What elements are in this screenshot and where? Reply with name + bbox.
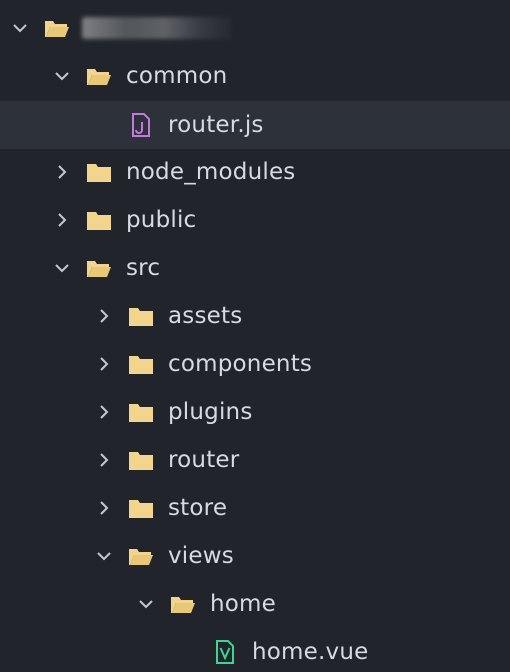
chevron-right-icon[interactable]	[90, 398, 118, 426]
tree-item-label: plugins	[168, 399, 253, 425]
project-name-redacted	[82, 17, 232, 39]
folder-icon	[84, 206, 114, 234]
folder-icon	[126, 302, 156, 330]
tree-item-label: public	[126, 207, 197, 233]
tree-item-label: router.js	[168, 112, 264, 138]
tree-item-label: components	[168, 351, 313, 377]
chevron-spacer	[90, 111, 118, 139]
chevron-right-icon[interactable]	[90, 494, 118, 522]
tree-item-label: router	[168, 447, 240, 473]
folder-icon	[84, 158, 114, 186]
folder-open-icon	[84, 254, 114, 282]
tree-item-common[interactable]: common	[0, 52, 510, 100]
tree-item-views[interactable]: views	[0, 532, 510, 580]
tree-item-node-modules[interactable]: node_modules	[0, 148, 510, 196]
chevron-down-icon[interactable]	[6, 14, 34, 42]
tree-root-row[interactable]	[0, 4, 510, 52]
chevron-right-icon[interactable]	[90, 446, 118, 474]
tree-item-router-js[interactable]: router.js	[0, 101, 510, 149]
tree-item-home[interactable]: home	[0, 580, 510, 628]
tree-item-assets[interactable]: assets	[0, 292, 510, 340]
chevron-right-icon[interactable]	[90, 302, 118, 330]
tree-item-components[interactable]: components	[0, 340, 510, 388]
folder-icon	[126, 494, 156, 522]
js-file-icon	[126, 111, 156, 139]
tree-item-store[interactable]: store	[0, 484, 510, 532]
folder-icon	[126, 350, 156, 378]
folder-icon	[126, 446, 156, 474]
tree-item-plugins[interactable]: plugins	[0, 388, 510, 436]
chevron-down-icon[interactable]	[48, 254, 76, 282]
chevron-down-icon[interactable]	[132, 590, 160, 618]
tree-item-label: common	[126, 63, 228, 89]
chevron-right-icon[interactable]	[48, 158, 76, 186]
tree-item-src[interactable]: src	[0, 244, 510, 292]
folder-open-icon	[42, 14, 72, 42]
folder-open-icon	[168, 590, 198, 618]
chevron-spacer	[174, 638, 202, 666]
chevron-down-icon[interactable]	[48, 62, 76, 90]
folder-icon	[126, 398, 156, 426]
tree-item-label: src	[126, 255, 161, 281]
folder-open-icon	[84, 62, 114, 90]
chevron-right-icon[interactable]	[90, 350, 118, 378]
tree-item-home-vue[interactable]: home.vue	[0, 628, 510, 672]
chevron-right-icon[interactable]	[48, 206, 76, 234]
tree-item-router[interactable]: router	[0, 436, 510, 484]
chevron-down-icon[interactable]	[90, 542, 118, 570]
tree-item-label: home.vue	[252, 639, 369, 665]
folder-open-icon	[126, 542, 156, 570]
tree-item-label: home	[210, 591, 277, 617]
tree-item-label: views	[168, 543, 234, 569]
tree-item-label: store	[168, 495, 228, 521]
tree-item-label: assets	[168, 303, 243, 329]
tree-item-public[interactable]: public	[0, 196, 510, 244]
vue-file-icon	[210, 638, 240, 666]
tree-item-label: node_modules	[126, 159, 296, 185]
